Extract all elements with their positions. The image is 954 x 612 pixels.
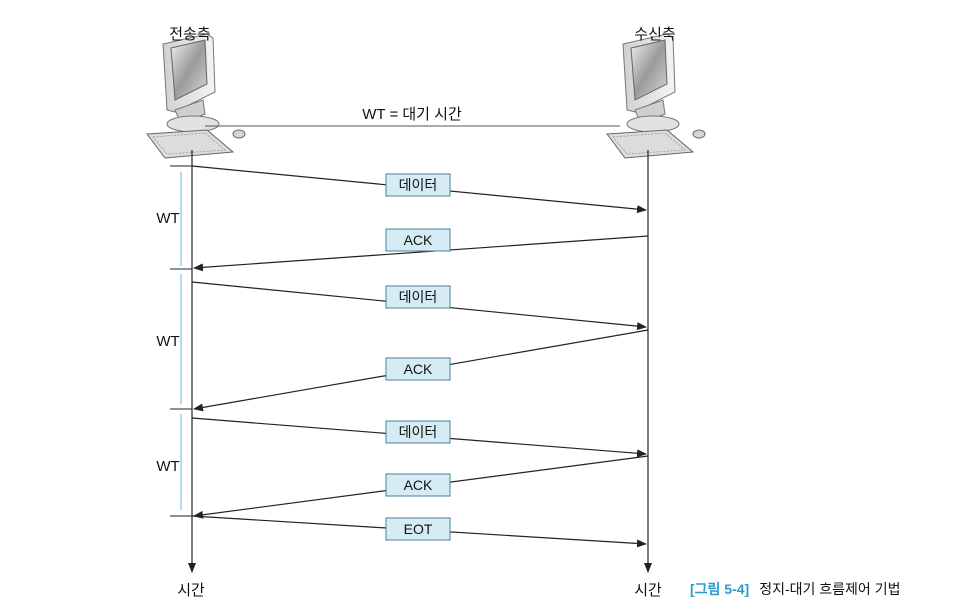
- message-arrow: [193, 235, 649, 272]
- message-label: ACK: [404, 361, 433, 377]
- sender-computer-icon: [146, 33, 246, 159]
- message-label-box: [385, 173, 451, 197]
- message-label: 데이터: [399, 424, 438, 440]
- sender-time-label: 시간: [177, 582, 205, 599]
- message-label-box: [385, 228, 451, 252]
- sender-label: 전송측: [169, 26, 210, 43]
- figure-title: 정지-대기 흐름제어 기법: [759, 581, 900, 597]
- message-label: EOT: [404, 521, 433, 537]
- message-label: 데이터: [399, 177, 438, 193]
- message-label: 데이터: [399, 289, 438, 305]
- message-label-box: [385, 357, 451, 381]
- receiver-time-label: 시간: [634, 582, 662, 599]
- wait-interval-group: WT WT WT: [156, 172, 192, 517]
- message-label-box: [385, 517, 451, 541]
- wait-interval-label: WT: [156, 458, 179, 475]
- wait-interval-label: WT: [156, 210, 179, 227]
- wait-interval-label: WT: [156, 333, 179, 350]
- message-label-box: [385, 420, 451, 444]
- receiver-computer-icon: [606, 33, 706, 159]
- receiver-label: 수신측: [634, 26, 675, 43]
- figure-caption: [그림 5-4] 정지-대기 흐름제어 기법: [690, 581, 900, 598]
- message-label-box: [385, 285, 451, 309]
- message-label: ACK: [404, 232, 433, 248]
- message-group: 데이터 ACK 데이터 ACK 데이터 ACK EOT: [191, 165, 649, 548]
- message-label-box: [385, 473, 451, 497]
- message-label: ACK: [404, 477, 433, 493]
- figure-number: [그림 5-4]: [690, 581, 749, 597]
- wt-definition: WT = 대기 시간: [362, 106, 462, 123]
